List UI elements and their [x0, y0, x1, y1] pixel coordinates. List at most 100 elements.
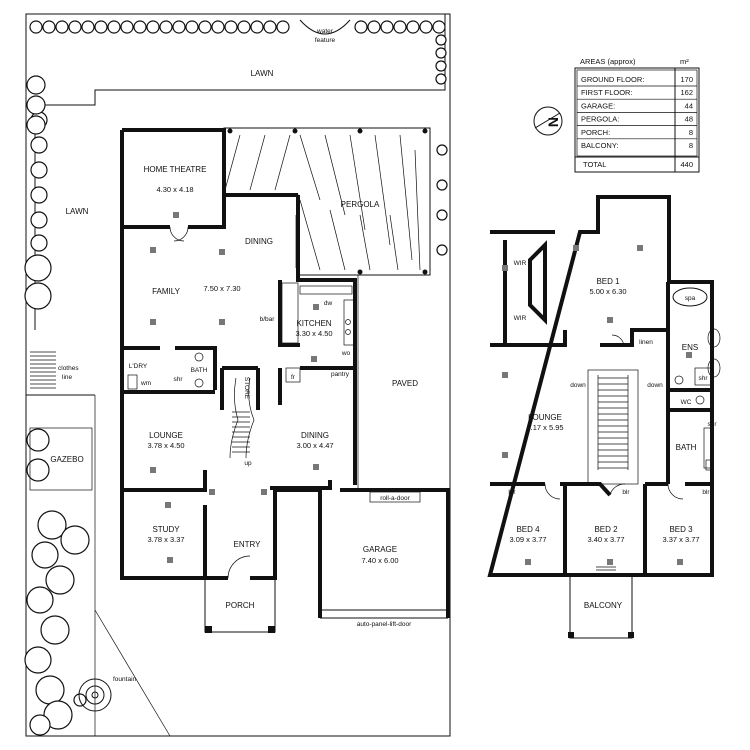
- tree: [30, 161, 48, 179]
- tree: [26, 75, 46, 95]
- entry-label: ENTRY: [234, 540, 262, 549]
- areas-row-value: 8: [689, 141, 693, 150]
- hedge-shrub: [250, 20, 264, 34]
- washing-machine-label: wm: [140, 380, 151, 387]
- bed-2-label: BED 2: [594, 525, 618, 534]
- hedge-shrub: [94, 20, 108, 34]
- bed-1-size: 5.00 x 6.30: [589, 287, 626, 296]
- built-in-robe-2-label: blr: [622, 489, 630, 496]
- dining-label: DINING: [245, 237, 273, 246]
- light-fitting: [686, 352, 692, 358]
- light-fitting: [219, 249, 225, 255]
- dishwasher-label: dw: [324, 300, 333, 307]
- lawn-label-left: LAWN: [66, 207, 89, 216]
- areas-row-label: GARAGE:: [581, 101, 615, 110]
- hedge-shrub: [435, 60, 447, 72]
- areas-row-value: 8: [689, 128, 693, 137]
- light-fittings: [150, 212, 692, 565]
- bed-4-label: BED 4: [516, 525, 540, 534]
- clothes-line-label-2: line: [62, 374, 73, 381]
- built-in-robe-1-label: blr: [508, 489, 516, 496]
- lounge-size: 3.78 x 4.50: [147, 441, 184, 450]
- areas-row-label: FIRST FLOOR:: [581, 88, 633, 97]
- wall-oven-label: wo: [341, 350, 351, 357]
- tree: [26, 428, 50, 452]
- home-theatre-label: HOME THEATRE: [144, 165, 207, 174]
- hedge-shrub: [263, 20, 277, 34]
- pergola: PERGOLA: [223, 127, 431, 276]
- hedge-shrub: [172, 20, 186, 34]
- tree: [30, 136, 48, 154]
- hedge-shrub: [435, 34, 447, 46]
- kitchen-label: KITCHEN: [296, 319, 331, 328]
- light-fitting: [502, 265, 508, 271]
- porch: PORCH: [204, 555, 276, 633]
- light-fitting: [150, 247, 156, 253]
- light-fitting: [150, 467, 156, 473]
- bed-2-size: 3.40 x 3.77: [587, 535, 624, 544]
- tree: [436, 179, 448, 191]
- light-fitting: [165, 502, 171, 508]
- stairs-up-label: up: [244, 460, 252, 467]
- hedge-shrub: [237, 20, 251, 34]
- hedge-shrub: [211, 20, 225, 34]
- hedge: [29, 20, 447, 85]
- tree: [26, 458, 50, 482]
- auto-panel-lift-door-label: auto-panel-lift-door: [357, 621, 412, 628]
- tree: [26, 586, 54, 614]
- areas-total-value: 440: [680, 160, 693, 169]
- areas-unit: m²: [680, 57, 689, 66]
- light-fitting: [607, 559, 613, 565]
- first-floor-labels: WIR WIR BED 1 5.00 x 6.30 spa linen ENS …: [508, 260, 717, 610]
- stairs-down-right-label: down: [647, 382, 663, 389]
- light-fitting: [313, 464, 319, 470]
- light-fitting: [313, 304, 319, 310]
- gazebo-label: GAZEBO: [50, 455, 83, 464]
- ff-lounge-size: 4.17 x 5.95: [526, 423, 563, 432]
- clothes-line: clothes line: [30, 351, 79, 389]
- areas-row-label: PERGOLA:: [581, 115, 619, 124]
- b-bar-label: b/bar: [260, 316, 276, 323]
- hedge-shrub: [107, 20, 121, 34]
- light-fitting: [167, 557, 173, 563]
- porch-label: PORCH: [226, 601, 255, 610]
- hedge-shrub: [380, 20, 394, 34]
- bath-shower-label: shr: [707, 421, 717, 428]
- ground-floor-details: [127, 215, 355, 459]
- ensuite-label: ENS: [682, 343, 698, 352]
- light-fitting: [573, 245, 579, 251]
- fountain: fountain: [78, 676, 137, 712]
- tree: [43, 700, 73, 730]
- tree: [26, 95, 46, 115]
- family-label: FAMILY: [152, 287, 181, 296]
- linen-label: linen: [639, 339, 653, 346]
- areas-row-label: PORCH:: [581, 128, 610, 137]
- fountain-label: fountain: [113, 676, 137, 683]
- stairs-down-left-label: down: [570, 382, 586, 389]
- store-label: STORE: [243, 377, 250, 400]
- study-label: STUDY: [152, 525, 180, 534]
- tree: [40, 615, 70, 645]
- clothes-line-label: clothes: [58, 365, 79, 372]
- hedge-shrub: [432, 20, 446, 34]
- hedge-shrub: [354, 20, 368, 34]
- light-fitting: [607, 317, 613, 323]
- light-fitting: [261, 489, 267, 495]
- light-fitting: [173, 212, 179, 218]
- tree: [45, 565, 75, 595]
- paved-label: PAVED: [392, 379, 418, 388]
- pantry-label: pantry: [331, 371, 350, 378]
- pergola-label: PERGOLA: [341, 200, 380, 209]
- tree: [35, 675, 65, 705]
- hedge-shrub: [198, 20, 212, 34]
- gazebo: GAZEBO: [29, 427, 93, 491]
- hedge-shrub: [185, 20, 199, 34]
- spa-label: spa: [685, 295, 696, 302]
- tree: [30, 234, 48, 252]
- bed-3-size: 3.37 x 3.77: [662, 535, 699, 544]
- ground-floor-walls: [120, 128, 357, 580]
- dining-2-label: DINING: [301, 431, 329, 440]
- hedge-shrub: [435, 73, 447, 85]
- garage-size: 7.40 x 6.00: [361, 556, 398, 565]
- hedge-shrub: [146, 20, 160, 34]
